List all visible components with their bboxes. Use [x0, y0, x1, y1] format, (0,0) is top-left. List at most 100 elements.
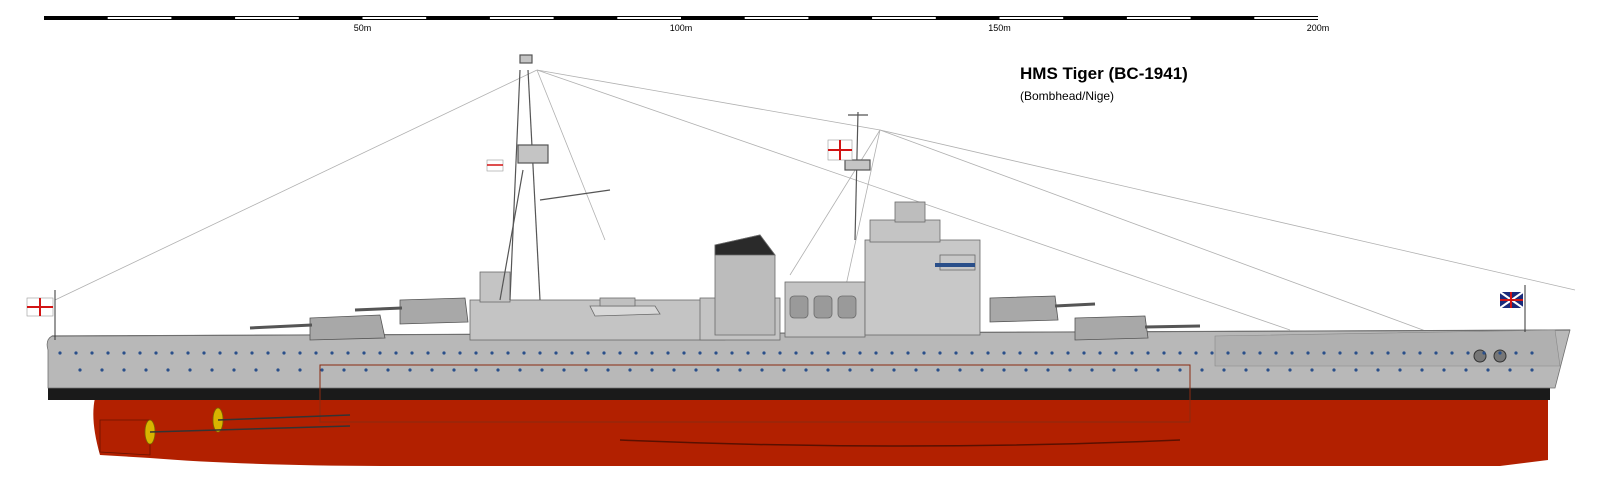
porthole — [762, 351, 766, 355]
porthole — [1514, 351, 1518, 355]
porthole — [166, 368, 170, 372]
scale-bar-segment — [489, 17, 554, 19]
porthole — [1498, 351, 1502, 355]
porthole — [234, 351, 238, 355]
scale-bar-segment — [999, 17, 1064, 19]
porthole — [410, 351, 414, 355]
porthole — [1134, 368, 1138, 372]
foremast — [844, 111, 871, 241]
porthole — [1486, 368, 1490, 372]
porthole — [100, 368, 104, 372]
porthole — [1386, 351, 1390, 355]
porthole — [1310, 368, 1314, 372]
porthole — [980, 368, 984, 372]
porthole — [1450, 351, 1454, 355]
porthole — [122, 351, 126, 355]
porthole — [1464, 368, 1468, 372]
porthole — [954, 351, 958, 355]
ships-boat — [589, 305, 661, 317]
porthole — [778, 351, 782, 355]
porthole — [1146, 351, 1150, 355]
porthole — [1466, 351, 1470, 355]
porthole — [650, 368, 654, 372]
porthole — [232, 368, 236, 372]
porthole — [364, 368, 368, 372]
porthole — [1530, 351, 1534, 355]
porthole — [858, 351, 862, 355]
porthole — [1482, 351, 1486, 355]
porthole — [1130, 351, 1134, 355]
porthole — [106, 351, 110, 355]
porthole — [1332, 368, 1336, 372]
main-turrets — [249, 295, 1201, 341]
porthole — [810, 351, 814, 355]
porthole — [78, 368, 82, 372]
hull-antifouling — [93, 398, 1548, 466]
porthole — [442, 351, 446, 355]
porthole — [1242, 351, 1246, 355]
porthole — [496, 368, 500, 372]
porthole — [1162, 351, 1166, 355]
porthole — [394, 351, 398, 355]
porthole — [430, 368, 434, 372]
rudder — [99, 419, 151, 456]
porthole — [922, 351, 926, 355]
porthole — [1018, 351, 1022, 355]
porthole — [1226, 351, 1230, 355]
porthole — [186, 351, 190, 355]
porthole — [842, 351, 846, 355]
porthole — [276, 368, 280, 372]
hull-side — [46, 329, 1571, 389]
porthole — [1210, 351, 1214, 355]
porthole — [1112, 368, 1116, 372]
porthole — [906, 351, 910, 355]
porthole — [892, 368, 896, 372]
porthole — [58, 351, 62, 355]
portholes — [58, 351, 1534, 372]
porthole — [936, 368, 940, 372]
rigging — [54, 69, 1576, 341]
porthole — [90, 351, 94, 355]
porthole — [826, 368, 830, 372]
porthole — [694, 368, 698, 372]
porthole — [452, 368, 456, 372]
porthole — [538, 351, 542, 355]
porthole — [1194, 351, 1198, 355]
scale-bar-segment — [362, 17, 427, 19]
porthole — [1034, 351, 1038, 355]
porthole — [606, 368, 610, 372]
porthole — [138, 351, 142, 355]
scale-tick-label: 100m — [669, 23, 693, 33]
porthole — [672, 368, 676, 372]
drawing-credit: (Bombhead/Nige) — [1020, 89, 1115, 103]
porthole — [804, 368, 808, 372]
porthole — [474, 368, 478, 372]
scale-bar-segment — [617, 17, 681, 19]
superstructure — [469, 201, 981, 341]
porthole — [870, 368, 874, 372]
porthole — [584, 368, 588, 372]
mast-ensign-flag-icon — [486, 159, 504, 172]
armour-belt — [319, 364, 1191, 423]
scale-bar-segment — [744, 17, 809, 19]
porthole — [330, 351, 334, 355]
porthole — [1002, 368, 1006, 372]
porthole — [1420, 368, 1424, 372]
hull — [46, 329, 1571, 466]
porthole — [1354, 351, 1358, 355]
porthole — [1178, 368, 1182, 372]
command-flag-icon — [827, 139, 853, 161]
scale-bar-segment — [872, 17, 936, 19]
porthole — [144, 368, 148, 372]
porthole — [218, 351, 222, 355]
porthole — [1098, 351, 1102, 355]
porthole — [782, 368, 786, 372]
porthole — [716, 368, 720, 372]
scale-tick-label: 50m — [353, 23, 372, 33]
porthole — [1200, 368, 1204, 372]
porthole — [1046, 368, 1050, 372]
porthole — [986, 351, 990, 355]
porthole — [738, 368, 742, 372]
scale-tick-label: 200m — [1306, 23, 1330, 33]
porthole — [890, 351, 894, 355]
